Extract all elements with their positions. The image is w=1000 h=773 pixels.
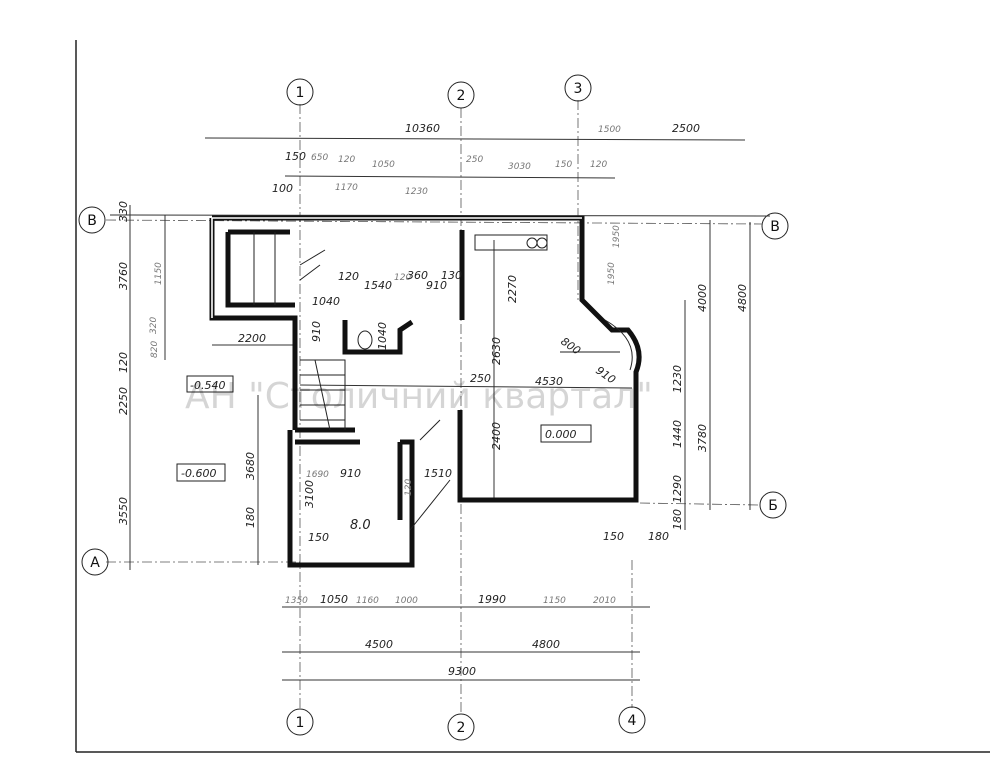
axis-label: А bbox=[90, 555, 100, 571]
dim-label: 2500 bbox=[672, 122, 700, 135]
dim-label: 2250 bbox=[117, 387, 130, 415]
dim-label: 3780 bbox=[696, 424, 709, 452]
dim-label: 360 bbox=[407, 269, 428, 282]
grid-lines bbox=[105, 100, 763, 715]
fixtures bbox=[253, 232, 633, 531]
dim-label: 150 bbox=[308, 531, 329, 544]
dim-label: 1990 bbox=[478, 593, 506, 606]
dim-label: 1540 bbox=[364, 279, 392, 292]
dim-label: 180 bbox=[244, 507, 257, 528]
dim-label: 1150 bbox=[543, 596, 566, 606]
dim-label: 2270 bbox=[506, 275, 519, 303]
dim-label: 910 bbox=[340, 467, 361, 480]
axis-markers: 1 2 3 В В Б А 1 2 4 bbox=[78, 74, 789, 741]
axis-label: В bbox=[87, 213, 97, 229]
walls bbox=[209, 215, 642, 568]
dim-label: 1000 bbox=[395, 596, 418, 606]
dim-label: 1690 bbox=[306, 470, 329, 480]
dim-label: 3760 bbox=[117, 262, 130, 290]
axis-label: Б bbox=[768, 498, 778, 514]
level-garage: -0.600 bbox=[181, 467, 216, 480]
dim-label: 800 bbox=[558, 335, 583, 358]
dim-label: 820 bbox=[150, 341, 160, 358]
dim-label: 1500 bbox=[598, 125, 621, 135]
dim-label: 10360 bbox=[405, 122, 440, 135]
dim-label: 1290 bbox=[671, 475, 684, 503]
axis-label: 2 bbox=[457, 720, 466, 736]
dim-label: 2200 bbox=[238, 332, 266, 345]
dim-label: 1950 bbox=[607, 262, 617, 285]
room-area: 8.0 bbox=[350, 518, 371, 533]
level-markers: 0.000 -0.540 -0.600 8.0 bbox=[176, 375, 592, 533]
dim-label: 180 bbox=[648, 530, 669, 543]
dim-label: 910 bbox=[310, 321, 323, 342]
dim-label: 330 bbox=[117, 201, 130, 222]
axis-label: 4 bbox=[628, 713, 637, 729]
dim-label: 1350 bbox=[285, 596, 308, 606]
level-stair: -0.540 bbox=[190, 379, 225, 392]
dim-label: 320 bbox=[149, 317, 159, 334]
level-main: 0.000 bbox=[545, 428, 577, 441]
dim-label: 1050 bbox=[320, 593, 348, 606]
dim-label: 120 bbox=[404, 479, 414, 496]
kitchen-counter bbox=[474, 234, 548, 251]
top-dimension-labels: 10360 1500 2500 150 650 120 1050 250 303… bbox=[272, 122, 700, 197]
dim-label: 120 bbox=[394, 273, 411, 283]
dim-label: 910 bbox=[426, 279, 447, 292]
axis-label: 3 bbox=[574, 81, 583, 97]
toilet-icon bbox=[357, 330, 373, 350]
dim-label: 650 bbox=[311, 153, 328, 163]
left-dimension-labels: 330 3760 1150 320 120 820 2250 3550 3680… bbox=[117, 201, 257, 528]
axis-label: В bbox=[770, 219, 780, 235]
dim-label: 4800 bbox=[736, 284, 749, 312]
dim-label: 250 bbox=[466, 155, 483, 165]
right-dimension-labels: 1950 1950 4000 4800 1230 1440 3780 1290 … bbox=[603, 225, 749, 543]
dim-label: 1040 bbox=[312, 295, 340, 308]
dim-label: 4500 bbox=[365, 638, 393, 651]
dim-label: 250 bbox=[470, 372, 491, 385]
dim-label: 1150 bbox=[154, 262, 164, 285]
dim-label: 3030 bbox=[508, 162, 531, 172]
dim-label: 3100 bbox=[303, 480, 316, 508]
dim-label: 2630 bbox=[490, 337, 503, 365]
dim-label: 1170 bbox=[335, 183, 358, 193]
dim-label: 1230 bbox=[671, 365, 684, 393]
dim-label: 3550 bbox=[117, 497, 130, 525]
dim-label: 120 bbox=[338, 270, 359, 283]
dim-label: 1230 bbox=[405, 187, 428, 197]
dim-label: 120 bbox=[590, 160, 607, 170]
dim-label: 4000 bbox=[696, 284, 709, 312]
dim-label: 180 bbox=[671, 509, 684, 530]
dim-label: 120 bbox=[338, 155, 355, 165]
dim-label: 130 bbox=[441, 269, 462, 282]
bottom-dimension-labels: 1350 1050 1160 1000 1990 1150 2010 4500 … bbox=[285, 593, 616, 678]
dimension-lines bbox=[109, 137, 771, 681]
dim-label: 2010 bbox=[593, 596, 616, 606]
dim-label: 9300 bbox=[448, 665, 476, 678]
dim-label: 1440 bbox=[671, 420, 684, 448]
dim-label: 3680 bbox=[244, 452, 257, 480]
dim-label: 1040 bbox=[376, 322, 389, 350]
dim-label: 100 bbox=[272, 182, 293, 195]
axis-label: 2 bbox=[457, 88, 466, 104]
dim-label: 2400 bbox=[490, 422, 503, 450]
dim-label: 150 bbox=[555, 160, 572, 170]
dim-label: 4530 bbox=[535, 375, 563, 388]
axis-label: 1 bbox=[296, 715, 305, 731]
dim-label: 1160 bbox=[356, 596, 379, 606]
dim-label: 150 bbox=[603, 530, 624, 543]
dim-label: 150 bbox=[285, 150, 306, 163]
dim-label: 1050 bbox=[372, 160, 395, 170]
axis-label: 1 bbox=[296, 85, 305, 101]
watermark: АН "Столичний квартал" bbox=[185, 376, 653, 417]
dim-label: 1510 bbox=[424, 467, 452, 480]
dim-label: 4800 bbox=[532, 638, 560, 651]
dim-label: 120 bbox=[117, 352, 130, 373]
dim-label: 1950 bbox=[612, 225, 622, 248]
